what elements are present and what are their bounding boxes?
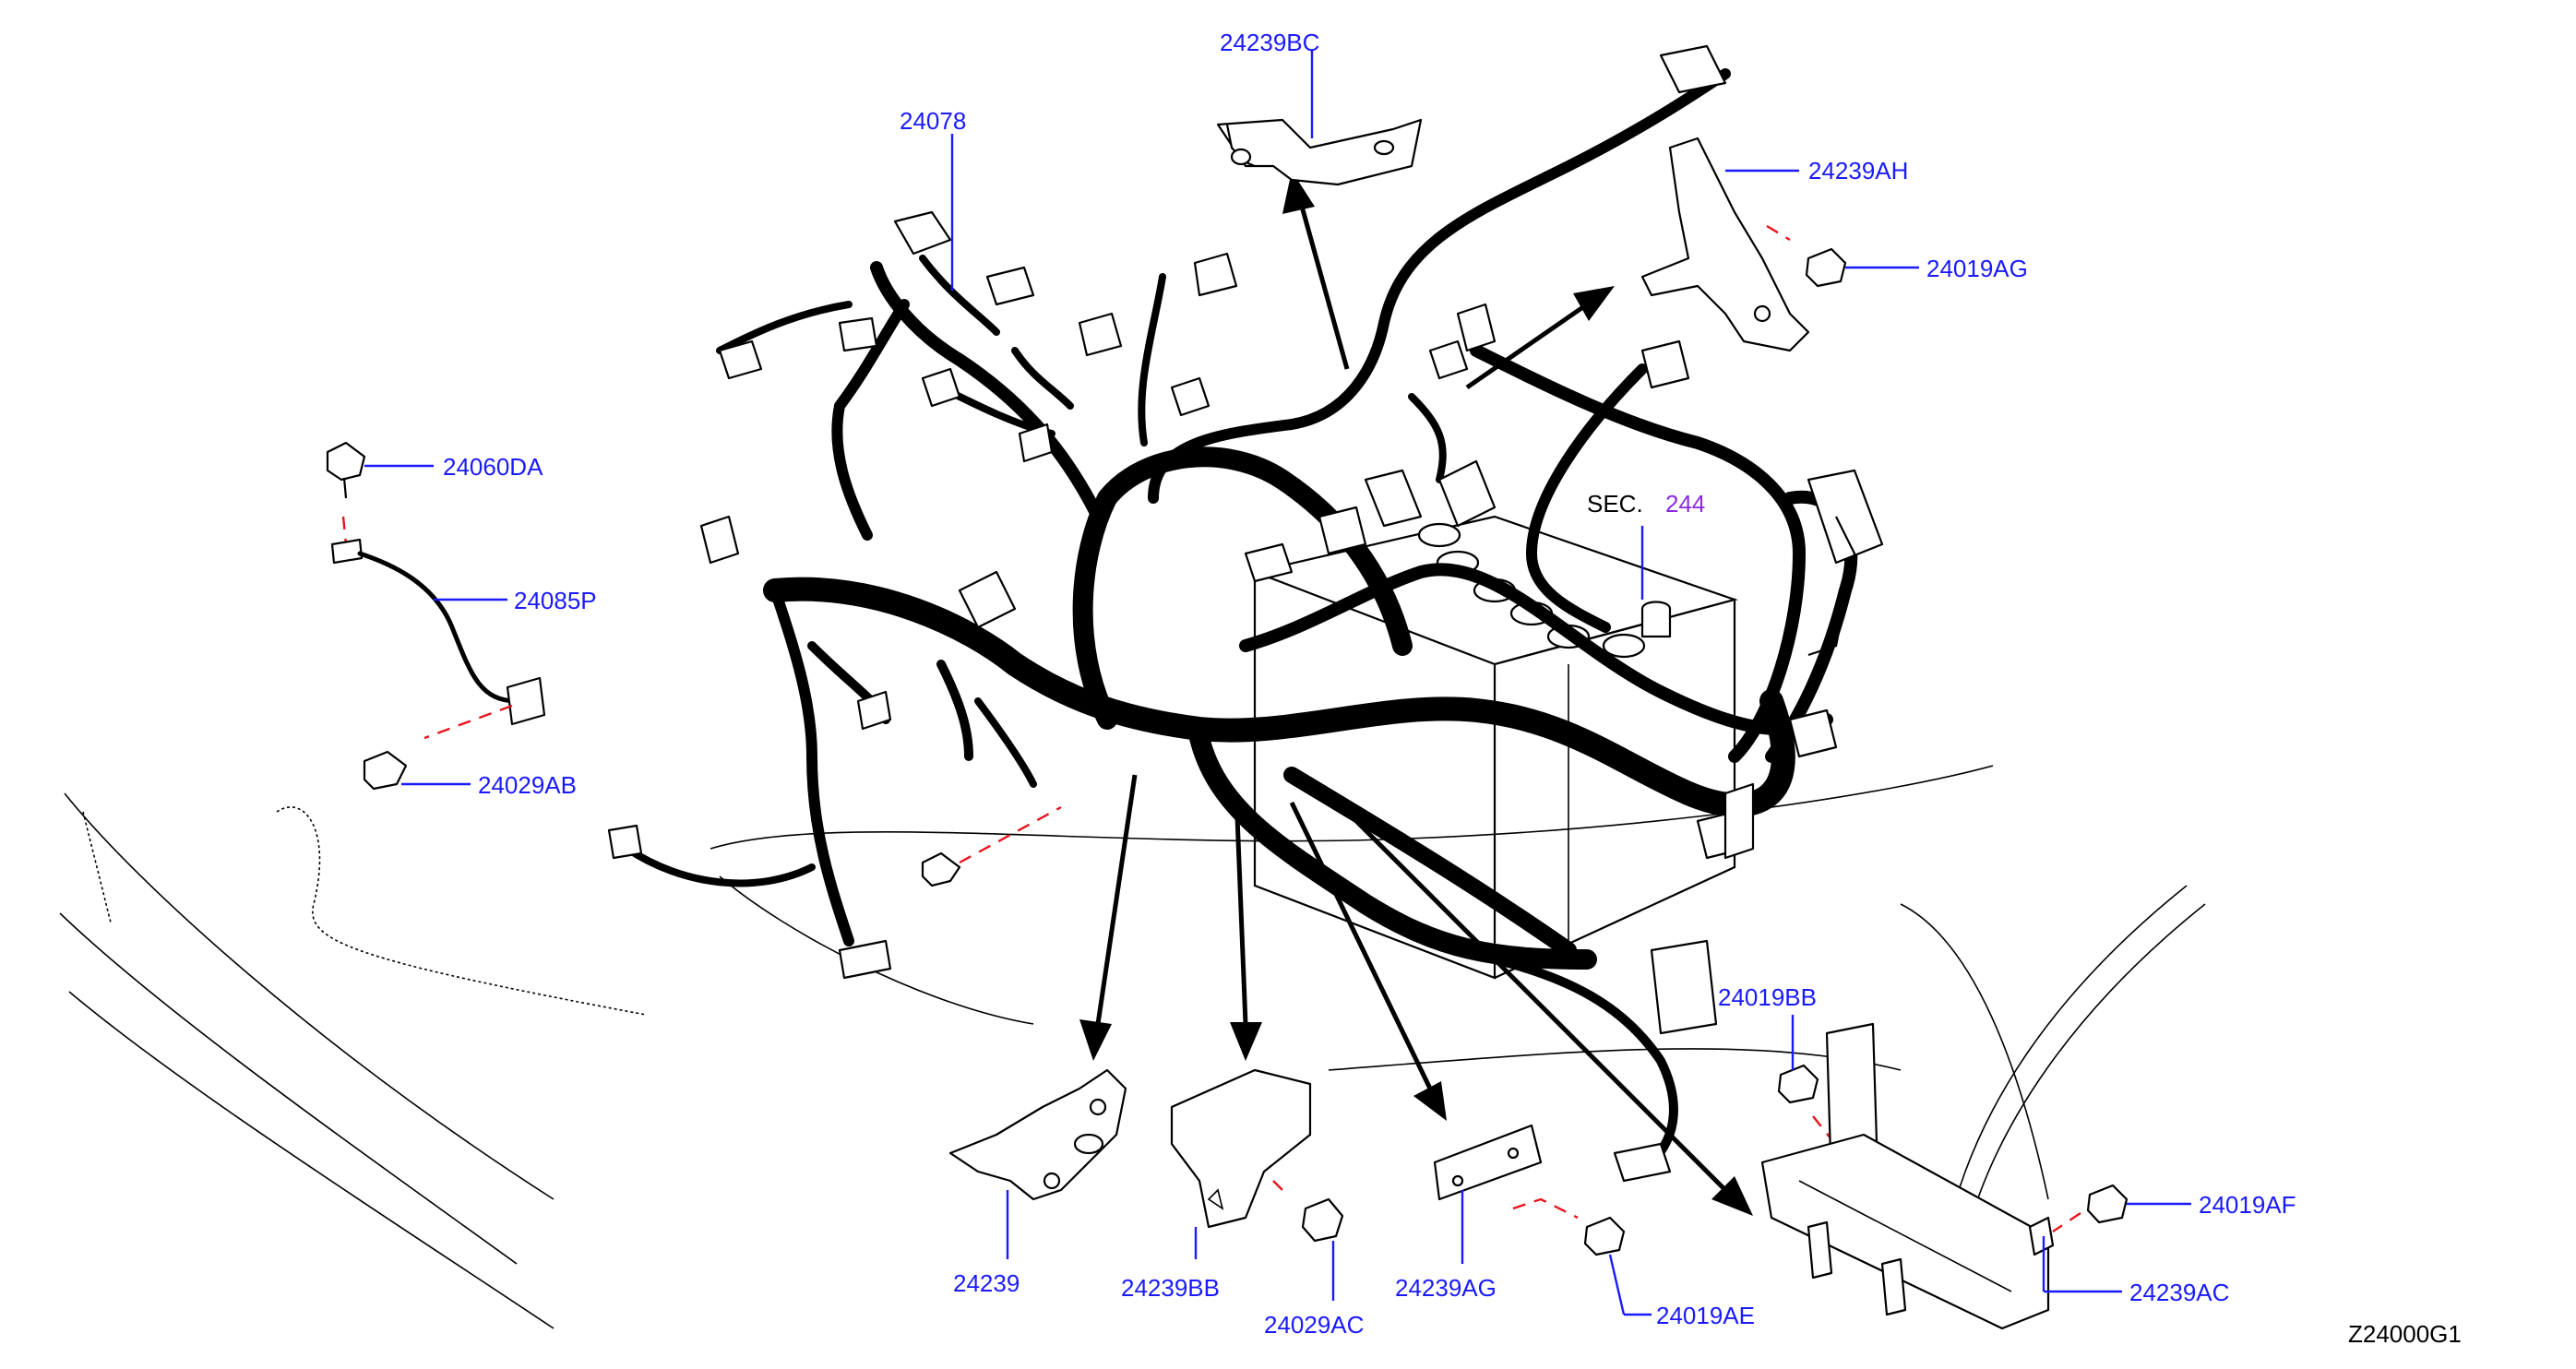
label-24239AH[interactable]: 24239AH	[1808, 157, 1908, 185]
label-24029AC[interactable]: 24029AC	[1264, 1311, 1364, 1339]
bolt-24019AG	[1805, 247, 1847, 288]
label-24019AE[interactable]: 24019AE	[1656, 1302, 1755, 1329]
label-24239AG[interactable]: 24239AG	[1395, 1274, 1497, 1302]
bracket-24239BB	[1170, 1068, 1312, 1229]
body-outline-right	[1900, 885, 2206, 1209]
label-24239BB[interactable]: 24239BB	[1121, 1274, 1220, 1302]
section-ref-prefix: SEC.	[1587, 490, 1643, 518]
bolt-24029AC	[1301, 1197, 1344, 1243]
ground-cable-24085P	[330, 538, 546, 740]
bracket-24239AH	[1640, 137, 1810, 352]
bracket-24239AG	[1433, 1124, 1579, 1220]
body-outline-left	[59, 792, 647, 1329]
label-24239AC[interactable]: 24239AC	[2129, 1279, 2229, 1306]
figure-code: Z24000G1	[2348, 1320, 2462, 1348]
harness-clip-bracket-right	[1723, 516, 1856, 860]
bolt-24019BB	[1777, 1064, 1832, 1140]
bracket-24239BC	[1216, 118, 1423, 186]
bracket-24239AC	[1760, 1022, 2055, 1330]
battery-terminal	[1640, 601, 1672, 638]
section-ref-number[interactable]: 244	[1665, 490, 1705, 518]
leader-lines	[364, 51, 2191, 1316]
callout-labels: 24239BC 24078 24239AH 24019AG 24060DA 24…	[443, 29, 2462, 1348]
assembly-arrows	[1079, 171, 1753, 1216]
connectors	[607, 44, 1884, 1183]
bolt-24029AB	[363, 750, 408, 791]
label-24239BC[interactable]: 24239BC	[1220, 29, 1319, 56]
clip-24060DA	[326, 441, 366, 545]
bracket-24239	[948, 1068, 1127, 1201]
bolt-24019AF	[2052, 1184, 2129, 1232]
label-24085P[interactable]: 24085P	[514, 587, 597, 614]
label-24239[interactable]: 24239	[953, 1269, 1020, 1297]
label-24019BB[interactable]: 24019BB	[1718, 983, 1817, 1011]
fuse-block-cover	[1650, 939, 1718, 1035]
label-24060DA[interactable]: 24060DA	[443, 453, 543, 481]
bolt-mid-left	[921, 805, 1062, 887]
label-24078[interactable]: 24078	[900, 107, 966, 135]
label-24019AG[interactable]: 24019AG	[1926, 255, 2028, 282]
label-24019AF[interactable]: 24019AF	[2199, 1191, 2296, 1219]
label-24029AB[interactable]: 24029AB	[478, 771, 577, 799]
bolt-24019AE	[1583, 1216, 1626, 1256]
